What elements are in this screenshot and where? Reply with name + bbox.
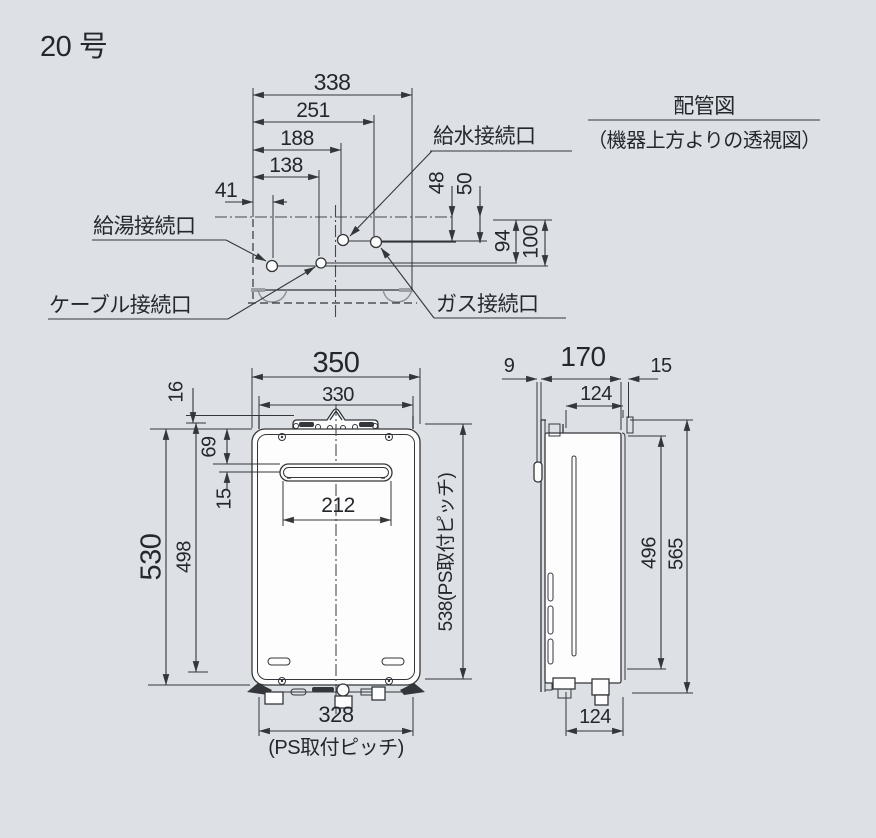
screw-top-left — [278, 433, 286, 441]
dim-565-label: 565 — [665, 538, 687, 570]
side-fitting-1 — [552, 677, 576, 690]
dim-41-label: 41 — [215, 179, 237, 202]
wall-hook-tab — [533, 461, 543, 483]
dim-328-label: 328 — [318, 702, 353, 727]
gas-port — [369, 235, 383, 249]
bottom-vent-left — [267, 657, 291, 666]
dim-338-label: 338 — [314, 69, 351, 95]
fitting-hot-water — [264, 691, 284, 705]
bottom-vent-right — [381, 657, 405, 666]
bracket-lobe-right — [382, 289, 413, 303]
side-fitting-2 — [591, 678, 610, 696]
dim-124t-label: 124 — [580, 383, 612, 405]
dim-15-label: 15 — [213, 488, 235, 510]
dim-9-label: 9 — [504, 355, 515, 377]
hot-water-port — [265, 259, 279, 273]
screw-bottom-right — [385, 677, 393, 685]
dim-100-label: 100 — [520, 225, 543, 259]
dim-50-label: 50 — [454, 173, 477, 195]
fitting-center — [334, 695, 353, 709]
dim-496-label: 496 — [638, 537, 660, 569]
fitting-gas — [336, 683, 350, 697]
cable-label: ケーブル接続口 — [49, 294, 191, 317]
dim-212-label: 212 — [321, 494, 355, 517]
bracket-lobe-left — [257, 289, 288, 303]
top-hook-left — [548, 423, 561, 437]
dim-530-label: 530 — [135, 534, 167, 581]
piping-diagram-title: 配管図 — [673, 95, 735, 118]
dim-15s-label: 15 — [650, 355, 672, 377]
exhaust-vent — [279, 463, 393, 482]
piping-diagram-subtitle: （機器上方よりの透視図） — [587, 129, 821, 152]
dim-138-label: 138 — [269, 154, 303, 177]
side-groove — [571, 455, 577, 657]
side-body — [544, 432, 622, 684]
water-inlet-port — [336, 233, 350, 247]
hot-water-label: 給湯接続口 — [93, 215, 196, 238]
dim-350-label: 350 — [313, 347, 360, 379]
dim-16-label: 16 — [165, 381, 187, 403]
side-view: 9 170 15 124 496 — [502, 341, 693, 736]
dim-170-label: 170 — [560, 341, 605, 372]
dim-498-label: 498 — [173, 541, 195, 573]
front-view: 350 330 16 69 — [135, 347, 472, 759]
dim-48-label: 48 — [426, 172, 449, 194]
dim-94-label: 94 — [492, 229, 515, 252]
piping-diagram: 338 251 188 138 41 48 50 94 100 配管図 （機器上… — [48, 69, 821, 320]
dim-251-label: 251 — [296, 99, 330, 122]
side-fitting-3 — [594, 694, 609, 706]
dim-188-label: 188 — [280, 127, 314, 150]
cable-port — [315, 257, 327, 269]
water-inlet-label: 給水接続口 — [433, 125, 536, 148]
screw-bottom-left — [278, 677, 286, 685]
dim-330-label: 330 — [322, 384, 354, 406]
gas-label: ガス接続口 — [436, 293, 539, 316]
louver-3 — [547, 638, 554, 665]
dim-538-label: 538(PS取付ピッチ) — [435, 472, 457, 631]
ps-pitch-note: (PS取付ピッチ) — [268, 736, 404, 759]
screw-top-right — [385, 433, 393, 441]
louver-2 — [547, 605, 554, 635]
top-hook-right — [626, 416, 634, 434]
louver-1 — [547, 572, 554, 602]
fitting-water — [371, 686, 386, 701]
sheet-title: 20 号 — [40, 31, 107, 63]
dim-124b-label: 124 — [579, 706, 611, 728]
front-skin — [621, 432, 626, 680]
dim-69-label: 69 — [198, 436, 220, 458]
